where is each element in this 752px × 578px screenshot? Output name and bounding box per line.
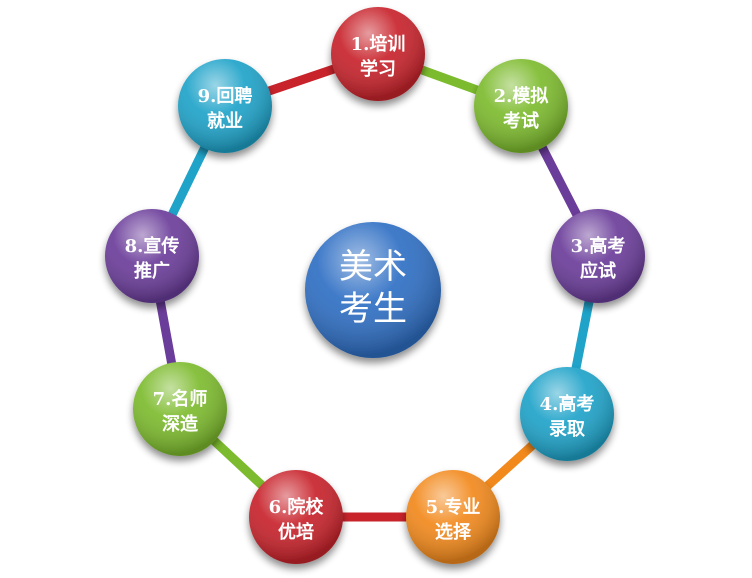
step-9-label-line2: 就业 [207,110,243,132]
step-2-label-line1: 2.模拟 [494,85,549,107]
step-nodes: 1.培训学习2.模拟考试3.高考应试4.高考录取5.专业选择6.院校优培7.名师… [105,7,645,564]
step-4-gloss [520,367,614,461]
step-8-label-line1: 8.宣传 [125,235,180,257]
step-1-gloss [331,7,425,101]
step-3-gloss [551,209,645,303]
center-node: 美术 考生 [305,222,441,358]
step-1-label-line2: 学习 [360,58,396,80]
center-gloss [305,222,441,358]
step-3-label-line2: 应试 [580,260,616,282]
step-9-label-line1: 9.回聘 [198,85,253,107]
center-label-line1: 美术 [339,247,407,287]
step-4-label-line2: 录取 [549,419,586,440]
step-7-label-line1: 7.名师 [153,388,208,410]
step-1-label-line1: 1.培训 [351,33,406,55]
step-8-gloss [105,209,199,303]
step-4-label-line1: 4.高考 [540,393,595,415]
step-8-label-line2: 推广 [134,260,170,282]
step-7-label-line2: 深造 [162,413,198,435]
step-6-label-line2: 优培 [278,521,314,543]
step-2-gloss [474,59,568,153]
step-5-label-line2: 选择 [435,521,472,543]
step-6-label-line1: 6.院校 [269,496,325,518]
step-2-label-line2: 考试 [503,110,539,132]
center-label-line2: 考生 [339,289,407,329]
step-3-label-line1: 3.高考 [571,235,626,257]
step-5-label-line1: 5.专业 [426,496,481,518]
step-9-gloss [178,59,272,153]
step-7-gloss [133,362,227,456]
step-5-gloss [406,470,500,564]
step-6-gloss [249,470,343,564]
